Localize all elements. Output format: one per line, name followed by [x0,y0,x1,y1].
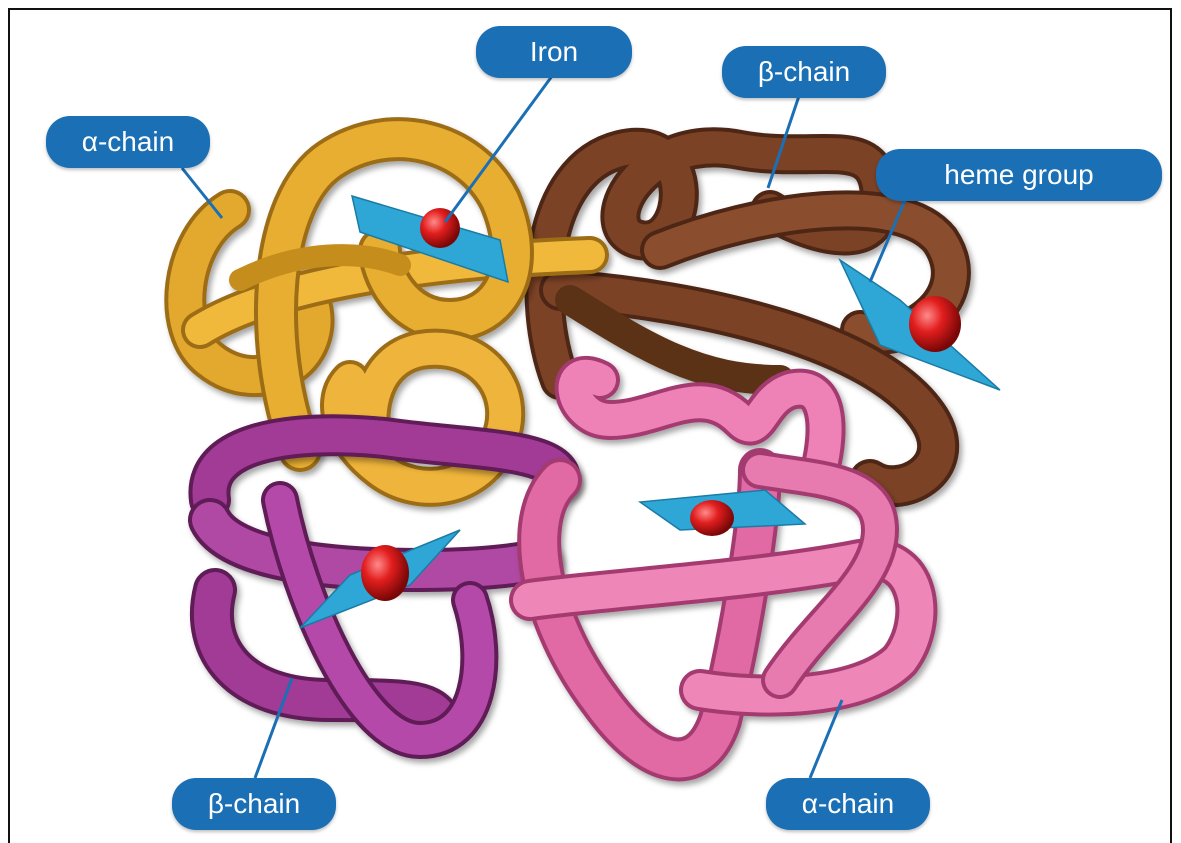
label-iron: Iron [476,26,632,78]
iron-atom [361,545,409,601]
label-heme-group: heme group [876,149,1162,201]
iron-atom [690,500,734,536]
label-alpha-chain-bottom: α-chain [766,778,930,830]
label-beta-chain-top: β-chain [722,46,886,98]
label-beta-chain-bottom: β-chain [172,778,336,830]
iron-atom [909,296,961,352]
alpha-chain-lower-subunit [530,376,916,759]
iron-atom [420,208,460,248]
label-alpha-chain-top: α-chain [46,116,210,168]
